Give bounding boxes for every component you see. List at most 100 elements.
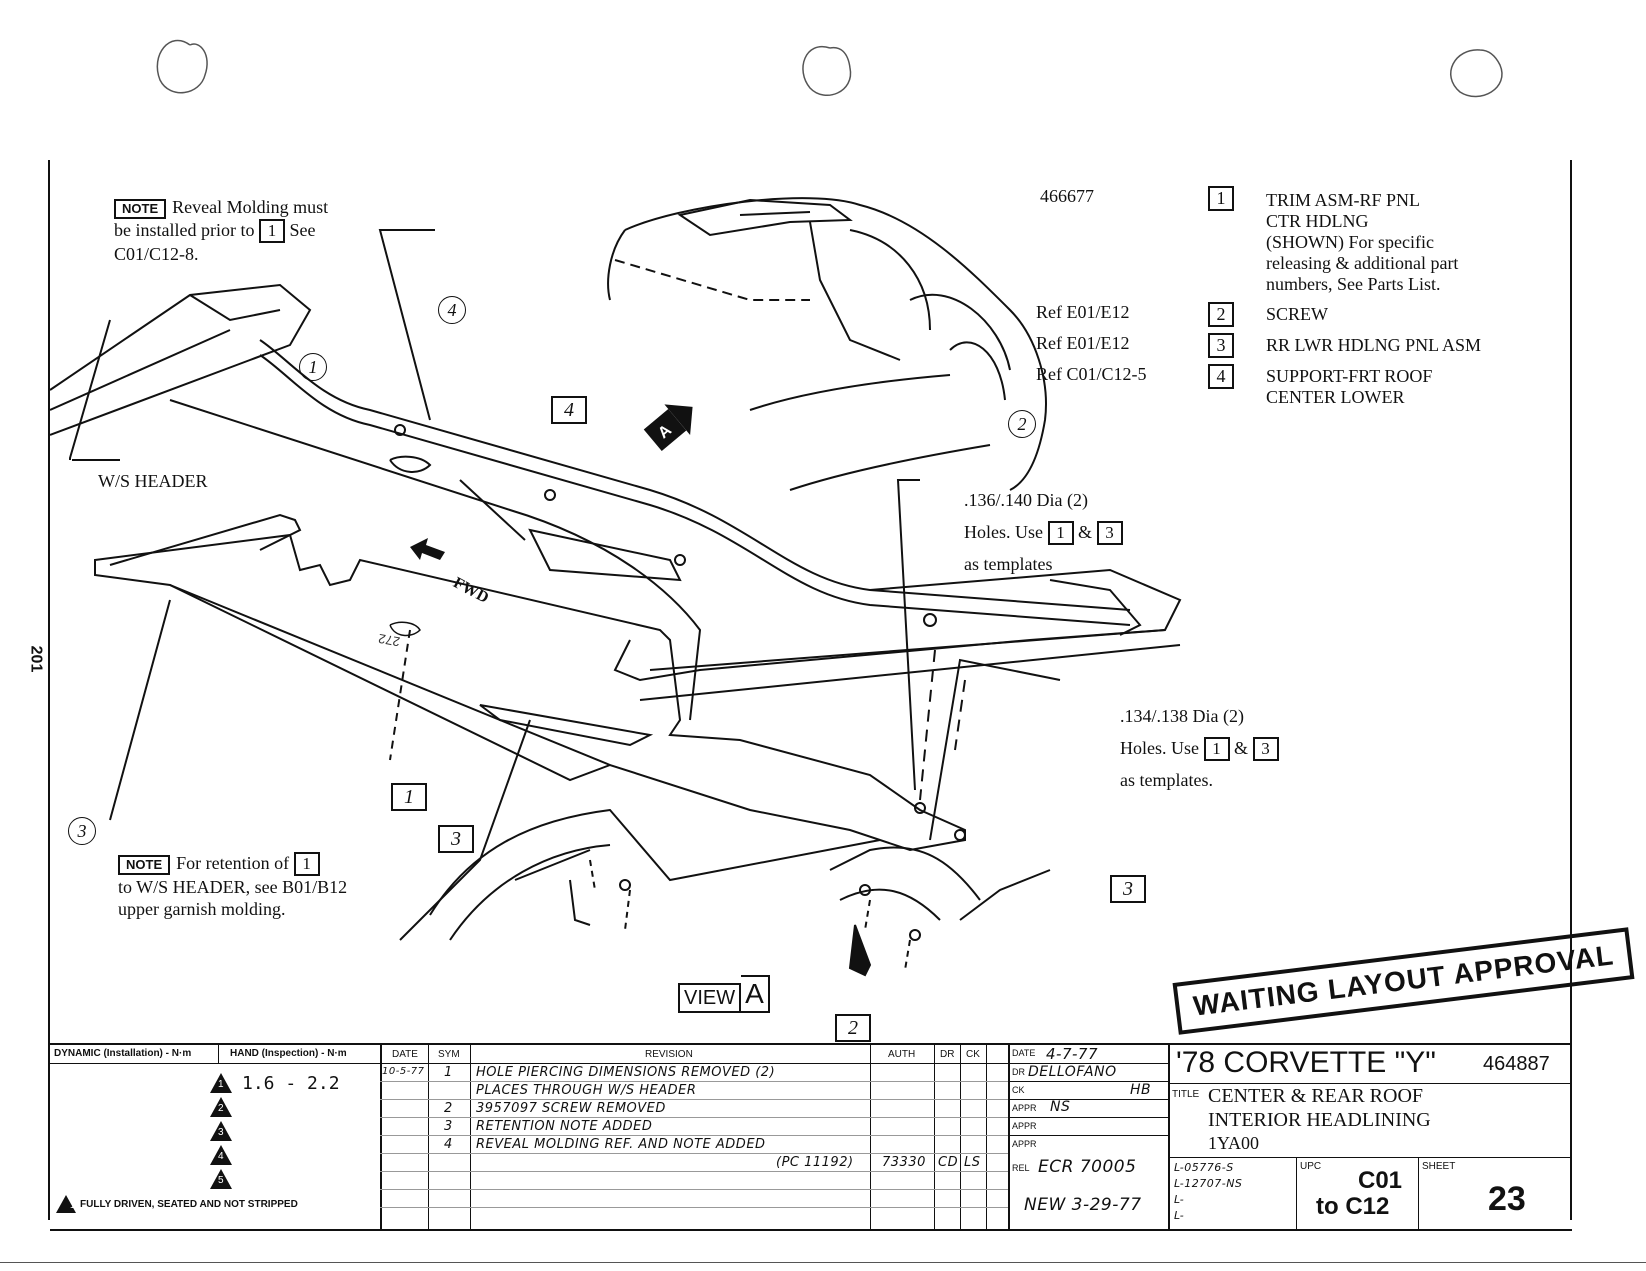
approval-appr-label: APPR	[1012, 1121, 1037, 1131]
title-line-1: CENTER & REAR ROOF	[1208, 1085, 1424, 1107]
box-callout-3a: 3	[438, 825, 474, 853]
rev-text: 3957097 SCREW REMOVED	[476, 1101, 666, 1116]
rev-row-line	[380, 1081, 1008, 1082]
note-text: For retention of	[176, 853, 290, 873]
support-bracket	[613, 568, 1182, 682]
view-label-letter: A	[741, 975, 770, 1013]
parts-desc-line: TRIM ASM-RF PNL	[1266, 190, 1421, 210]
triangle-icon	[210, 1169, 232, 1189]
note-text: See	[289, 220, 316, 240]
approval-dr-value: DELLOFANO	[1028, 1064, 1117, 1080]
approval-line	[1010, 1063, 1168, 1064]
rev-row-line	[380, 1099, 1008, 1100]
rev-col-line	[1008, 1045, 1010, 1229]
parts-ref: Ref E01/E12	[1036, 302, 1130, 322]
triangle-icon	[210, 1121, 232, 1141]
note-ref-box: 1	[293, 852, 320, 876]
fwd-arrow-icon	[410, 538, 445, 560]
hole-note-1: .136/.140 Dia (2) Holes. Use 1 & 3 as te…	[964, 484, 1123, 580]
parts-row: Ref C01/C12-5	[1036, 364, 1147, 385]
circle-callout-4: 4	[438, 296, 466, 324]
title-line-3: 1YA00	[1208, 1133, 1260, 1153]
rev-pc-ref: (PC 11192)	[776, 1155, 854, 1170]
sheet-value: 23	[1488, 1180, 1526, 1218]
triangle-label: 4	[218, 1151, 224, 1162]
box-callout-3b: 3	[1110, 875, 1146, 903]
triangle-label: 3	[218, 1127, 224, 1138]
circle-callout-2: 2	[1008, 410, 1036, 438]
page-bottom-rule	[0, 1262, 1646, 1263]
hole-ref-box: 1	[1047, 521, 1074, 545]
rev-sym: 4	[444, 1137, 453, 1152]
ws-header-rail	[50, 283, 312, 436]
title-code: L-	[1174, 1209, 1185, 1222]
rev-header-sym: SYM	[438, 1049, 460, 1060]
approval-rel-value: ECR 70005	[1038, 1157, 1137, 1177]
approval-line	[1010, 1081, 1168, 1082]
rev-auth: 73330	[882, 1155, 926, 1170]
rev-header-dr: DR	[940, 1049, 955, 1060]
headliner-illustration: A 272	[50, 197, 1182, 977]
approval-date-label: DATE	[1012, 1048, 1036, 1058]
torque-row: 5	[210, 1169, 232, 1193]
hole-note-text: &	[1234, 738, 1249, 758]
torque-divider-v	[218, 1045, 219, 1063]
title-model: '78 CORVETTE "Y"	[1176, 1046, 1436, 1079]
approval-line	[1010, 1099, 1168, 1100]
triangle-icon	[56, 1195, 76, 1214]
approval-appr-value: NS	[1050, 1099, 1071, 1115]
hole-note-text: .136/.140 Dia (2)	[964, 490, 1088, 510]
rev-row-line	[380, 1153, 1008, 1154]
rev-text: REVEAL MOLDING REF. AND NOTE ADDED	[476, 1137, 766, 1152]
rev-text: RETENTION NOTE ADDED	[476, 1119, 653, 1134]
title-label: TITLE	[1172, 1089, 1200, 1100]
approval-ck-label: CK	[1012, 1085, 1025, 1095]
screw	[848, 924, 872, 977]
note-text: to W/S HEADER, see B01/B12	[118, 877, 348, 897]
triangle-icon	[210, 1073, 232, 1093]
box-callout-4: 4	[551, 396, 587, 424]
rev-header-auth: AUTH	[888, 1049, 916, 1060]
approval-appr-label: APPR	[1012, 1103, 1037, 1113]
sheet-label: SHEET	[1422, 1161, 1456, 1172]
approval-line	[1010, 1135, 1168, 1136]
title-line-2: INTERIOR HEADLINING	[1208, 1109, 1431, 1131]
view-label-text: VIEW	[678, 983, 742, 1013]
triangle-label: 2	[218, 1103, 224, 1114]
revision-table: DATE SYM REVISION AUTH DR CK 10-5-77 1 H…	[380, 1045, 1010, 1229]
part-stamp: 272	[377, 631, 401, 650]
view-a-arrow	[643, 404, 693, 452]
parts-desc-line: RR LWR HDLNG PNL ASM	[1266, 335, 1482, 355]
rev-header-line	[380, 1063, 1008, 1064]
hole-ref-box: 3	[1096, 521, 1123, 545]
rev-col-line	[960, 1045, 961, 1229]
parts-desc: SUPPORT-FRT ROOF CENTER LOWER	[1266, 366, 1432, 408]
box-callout-1: 1	[391, 783, 427, 811]
note-text: Reveal Molding must	[172, 197, 329, 217]
circle-callout-1: 1	[299, 353, 327, 381]
box-callout-2: 2	[835, 1014, 871, 1042]
drawing-frame-right	[1570, 160, 1572, 1220]
binder-holes	[156, 39, 1503, 98]
rev-row-line	[380, 1171, 1008, 1172]
parts-desc-line: SUPPORT-FRT ROOF	[1266, 366, 1433, 386]
rev-header-ck: CK	[966, 1049, 980, 1060]
rev-col-line	[986, 1045, 987, 1229]
title-line	[1168, 1083, 1570, 1084]
parts-num: 3	[1208, 333, 1234, 358]
reveal-molding	[259, 339, 1131, 611]
parts-desc: RR LWR HDLNG PNL ASM	[1266, 335, 1481, 356]
approval-date-value: 4-7-77	[1046, 1045, 1098, 1063]
hole-note-text: .134/.138 Dia (2)	[1120, 706, 1244, 726]
ws-header-label: W/S HEADER	[98, 471, 208, 491]
parts-row: 466677	[1040, 186, 1094, 207]
title-col-line	[1418, 1157, 1419, 1229]
hole-ref-box: 1	[1203, 737, 1230, 761]
approval-dr-label: DR	[1012, 1067, 1025, 1077]
hole-note-text: Holes. Use	[964, 522, 1043, 542]
margin-number: 201	[27, 645, 45, 673]
rev-row-line	[380, 1207, 1008, 1208]
note-text: C01/C12-8.	[114, 244, 199, 264]
